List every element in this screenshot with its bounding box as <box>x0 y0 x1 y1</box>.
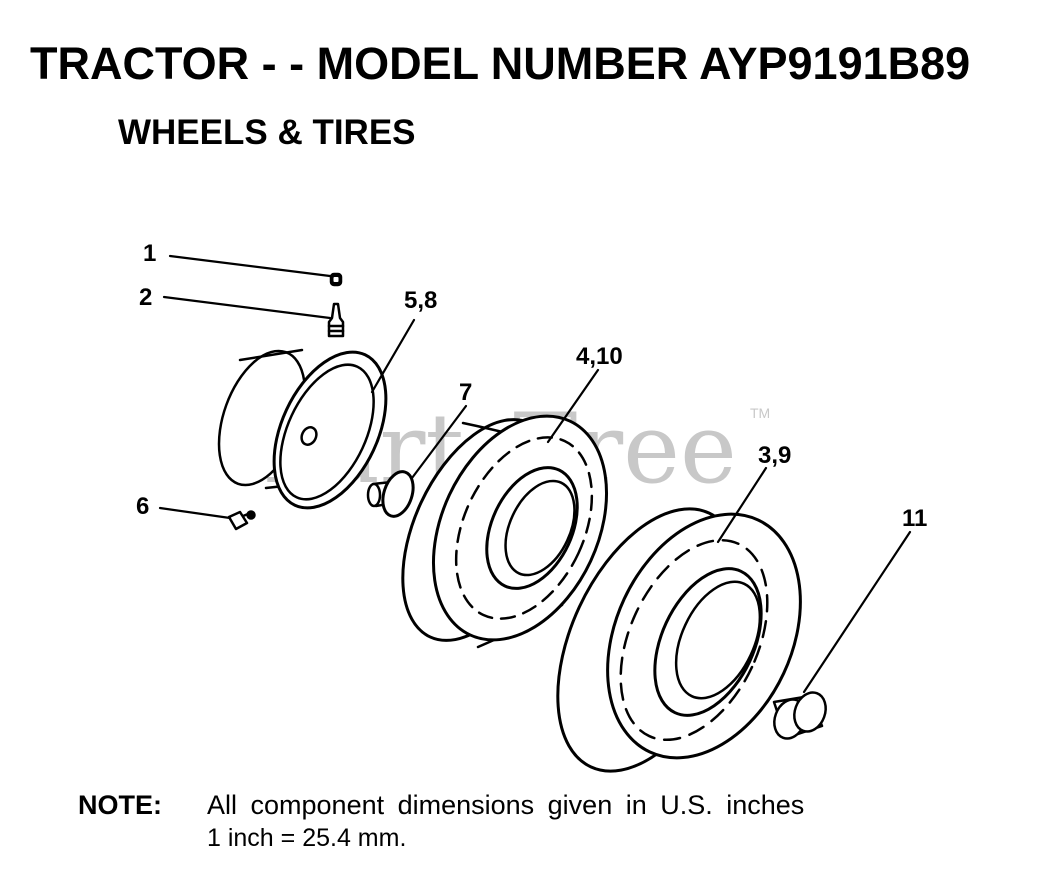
leader-line-7 <box>410 404 468 480</box>
bushing-part <box>772 691 827 740</box>
callout-3-9: 3,9 <box>758 442 791 469</box>
callout-4-10: 4,10 <box>576 343 623 370</box>
leader-line-1 <box>168 254 332 278</box>
callout-5-8: 5,8 <box>404 287 437 314</box>
flange-bushing-part <box>366 470 415 518</box>
outer-tire-part <box>556 507 802 773</box>
leader-line-5-8 <box>370 318 416 394</box>
inner-tire-part <box>401 414 609 649</box>
leader-line-3-9 <box>716 466 768 544</box>
note-line-1: All component dimensions given in U.S. i… <box>207 790 805 820</box>
page-subtitle: WHEELS & TIRES <box>118 113 416 152</box>
leader-line-6 <box>158 506 232 520</box>
callout-1: 1 <box>143 240 156 267</box>
leader-line-4-10 <box>546 368 600 444</box>
note-line-2: 1 inch = 25.4 mm. <box>207 824 407 852</box>
wheel-rim-part <box>217 348 388 510</box>
leader-line-2 <box>162 295 332 320</box>
leader-line-11 <box>802 530 912 694</box>
page-title: TRACTOR - - MODEL NUMBER AYP9191B89 <box>30 38 971 89</box>
callout-7: 7 <box>459 379 472 406</box>
grease-fitting-part <box>227 510 256 531</box>
callout-11: 11 <box>902 505 927 532</box>
valve-cap-part <box>329 272 343 287</box>
watermark-trademark: TM <box>750 405 770 421</box>
callout-2: 2 <box>139 284 152 311</box>
callout-6: 6 <box>136 493 149 520</box>
note-label: NOTE: <box>78 790 162 820</box>
valve-stem-part <box>327 302 345 338</box>
leader-lines <box>158 254 912 694</box>
